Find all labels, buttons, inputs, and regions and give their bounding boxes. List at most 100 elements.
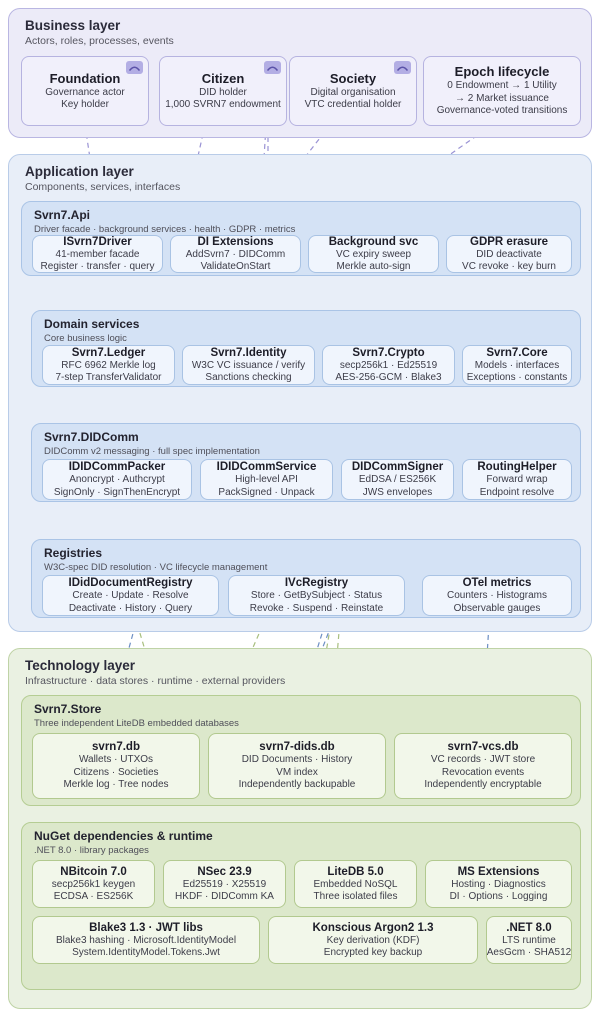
card-title: Svrn7.Crypto — [352, 346, 425, 359]
card-title: NSec 23.9 — [197, 865, 252, 878]
card-title: LiteDB 5.0 — [327, 865, 384, 878]
card-line: W3C VC issuance / verify — [191, 359, 306, 371]
group-title: Registries — [44, 546, 103, 560]
card-line: DID Documents · History — [241, 754, 353, 766]
business-card-citizen[interactable]: Citizen DID holder 1,000 SVRN7 endowment — [159, 56, 287, 126]
card-line: Wallets · UTXOs — [78, 754, 154, 766]
business-layer: Business layer Actors, roles, processes,… — [8, 8, 592, 138]
group-header: Svrn7.Api Driver facade · background ser… — [34, 208, 295, 236]
group-nuget-dependencies: NuGet dependencies & runtime .NET 8.0 · … — [21, 822, 581, 990]
card-title: svrn7.db — [92, 741, 140, 754]
card-title: ISvrn7Driver — [63, 235, 132, 248]
card-line: Citizens · Societies — [73, 766, 159, 778]
card-line: HKDF · DIDComm KA — [175, 891, 274, 902]
card-title: GDPR erasure — [470, 235, 548, 248]
tech-card-blake3-jwt[interactable]: Blake3 1.3 · JWT libs Blake3 hashing · M… — [32, 916, 260, 964]
group-subtitle: Core business logic — [44, 333, 127, 344]
card-line: VC records · JWT store — [430, 754, 536, 766]
app-card-otel-metrics[interactable]: OTel metrics Counters · Histograms Obser… — [422, 575, 572, 616]
group-subtitle: DIDComm v2 messaging · full spec impleme… — [44, 446, 260, 457]
card-line: Merkle auto-sign — [336, 261, 411, 272]
card-line: PackSigned · Unpack — [218, 486, 315, 498]
tech-card-nbitcoin[interactable]: NBitcoin 7.0 secp256k1 keygen ECDSA · ES… — [32, 860, 155, 908]
app-card-ivcregistry[interactable]: IVcRegistry Store · GetBySubject · Statu… — [228, 575, 405, 616]
tech-card-svrn7-db[interactable]: svrn7.db Wallets · UTXOs Citizens · Soci… — [32, 733, 200, 799]
card-title: Svrn7.Identity — [210, 346, 287, 359]
application-layer: Application layer Components, services, … — [8, 154, 592, 632]
group-header: Svrn7.DIDComm DIDComm v2 messaging · ful… — [44, 430, 260, 458]
card-title: IDIDCommPacker — [68, 461, 166, 473]
app-card-didcommsigner[interactable]: DIDCommSigner EdDSA / ES256K JWS envelop… — [341, 459, 454, 500]
card-line: Ed25519 · X25519 — [182, 878, 267, 890]
card-line: AES-256-GCM · Blake3 — [335, 372, 442, 383]
card-line: secp256k1 · Ed25519 — [339, 359, 438, 371]
card-line: JWS envelopes — [362, 486, 433, 498]
card-line: Sanctions checking — [205, 372, 292, 383]
card-line: Key holder — [61, 99, 109, 110]
app-card-gdpr-erasure[interactable]: GDPR erasure DID deactivate VC revoke · … — [446, 235, 572, 273]
app-card-ididcommservice[interactable]: IDIDCommService High-level API PackSigne… — [200, 459, 333, 500]
app-card-ididdocumentregistry[interactable]: IDidDocumentRegistry Create · Update · R… — [42, 575, 219, 616]
card-line: 1,000 SVRN7 endowment — [165, 99, 281, 110]
card-line: Hosting · Diagnostics — [451, 878, 546, 890]
app-card-svrn7-core[interactable]: Svrn7.Core Models · interfaces Exception… — [462, 345, 572, 385]
card-line: Create · Update · Resolve — [72, 590, 189, 601]
card-line: Anoncrypt · Authcrypt — [69, 474, 165, 485]
tech-card-nsec[interactable]: NSec 23.9 Ed25519 · X25519 HKDF · DIDCom… — [163, 860, 286, 908]
card-title: Foundation — [49, 70, 121, 86]
tech-card-konscious-argon2[interactable]: Konscious Argon2 1.3 Key derivation (KDF… — [268, 916, 478, 964]
card-line: Register · transfer · query — [40, 261, 155, 272]
group-title: NuGet dependencies & runtime — [34, 829, 213, 843]
tech-card-svrn7-dids-db[interactable]: svrn7-dids.db DID Documents · History VM… — [208, 733, 386, 799]
app-card-ididcommpacker[interactable]: IDIDCommPacker Anoncrypt · Authcrypt Sig… — [42, 459, 192, 500]
technology-layer-header: Technology layer Infrastructure · data s… — [25, 658, 285, 688]
card-title: Svrn7.Core — [486, 346, 548, 359]
card-line: Observable gauges — [453, 602, 541, 614]
app-card-svrn7-identity[interactable]: Svrn7.Identity W3C VC issuance / verify … — [182, 345, 315, 385]
group-registries: Registries W3C-spec DID resolution · VC … — [31, 539, 581, 618]
group-header: NuGet dependencies & runtime .NET 8.0 · … — [34, 829, 213, 857]
card-line: Digital organisation — [310, 86, 396, 98]
card-line: AddSvrn7 · DIDComm — [185, 248, 286, 260]
card-line: AesGcm · SHA512 — [486, 947, 572, 958]
card-title: Background svc — [328, 235, 419, 248]
technology-layer-title: Technology layer — [25, 658, 136, 673]
app-card-svrn7-crypto[interactable]: Svrn7.Crypto secp256k1 · Ed25519 AES-256… — [322, 345, 455, 385]
group-title: Domain services — [44, 317, 140, 331]
group-subtitle: .NET 8.0 · library packages — [34, 845, 149, 856]
tech-card-ms-extensions[interactable]: MS Extensions Hosting · Diagnostics DI ·… — [425, 860, 572, 908]
business-card-society[interactable]: Society Digital organisation VTC credent… — [289, 56, 417, 126]
card-title: Citizen — [201, 70, 245, 86]
technology-layer-subtitle: Infrastructure · data stores · runtime ·… — [25, 675, 286, 687]
group-svrn7-store: Svrn7.Store Three independent LiteDB emb… — [21, 695, 581, 806]
tech-card-litedb[interactable]: LiteDB 5.0 Embedded NoSQL Three isolated… — [294, 860, 417, 908]
arc-icon — [264, 61, 281, 74]
card-title: MS Extensions — [457, 865, 540, 878]
card-line: Store · GetBySubject · Status — [250, 590, 383, 601]
card-line: Key derivation (KDF) — [326, 934, 420, 946]
business-card-epoch-lifecycle[interactable]: Epoch lifecycle 0 Endowment → 1 Utility … — [423, 56, 581, 126]
tech-card-svrn7-vcs-db[interactable]: svrn7-vcs.db VC records · JWT store Revo… — [394, 733, 572, 799]
group-subtitle: W3C-spec DID resolution · VC lifecycle m… — [44, 562, 268, 573]
card-title: Epoch lifecycle — [454, 64, 550, 80]
group-svrn7-api: Svrn7.Api Driver facade · background ser… — [21, 201, 581, 276]
card-title: RoutingHelper — [477, 461, 557, 473]
tech-card-dotnet[interactable]: .NET 8.0 LTS runtime AesGcm · SHA512 — [486, 916, 572, 964]
app-card-background-svc[interactable]: Background svc VC expiry sweep Merkle au… — [308, 235, 439, 273]
card-title: Konscious Argon2 1.3 — [312, 921, 434, 934]
card-line: Revoke · Suspend · Reinstate — [249, 602, 384, 614]
group-subtitle: Driver facade · background services · he… — [34, 224, 296, 235]
card-line: VC revoke · key burn — [462, 261, 556, 272]
card-title: svrn7-vcs.db — [447, 741, 519, 754]
app-card-routinghelper[interactable]: RoutingHelper Forward wrap Endpoint reso… — [462, 459, 572, 500]
app-card-isvrn7driver[interactable]: ISvrn7Driver 41-member facade Register ·… — [32, 235, 163, 273]
app-card-svrn7-ledger[interactable]: Svrn7.Ledger RFC 6962 Merkle log 7-step … — [42, 345, 175, 385]
app-card-di-extensions[interactable]: DI Extensions AddSvrn7 · DIDComm Validat… — [170, 235, 301, 273]
card-title: IVcRegistry — [284, 577, 349, 589]
card-line: Governance-voted transitions — [436, 105, 568, 117]
card-line: Independently encryptable — [424, 779, 542, 791]
card-line: Endpoint resolve — [479, 486, 555, 498]
business-card-foundation[interactable]: Foundation Governance actor Key holder — [21, 56, 149, 126]
group-title: Svrn7.Store — [34, 702, 102, 716]
card-line: VM index — [276, 766, 318, 778]
